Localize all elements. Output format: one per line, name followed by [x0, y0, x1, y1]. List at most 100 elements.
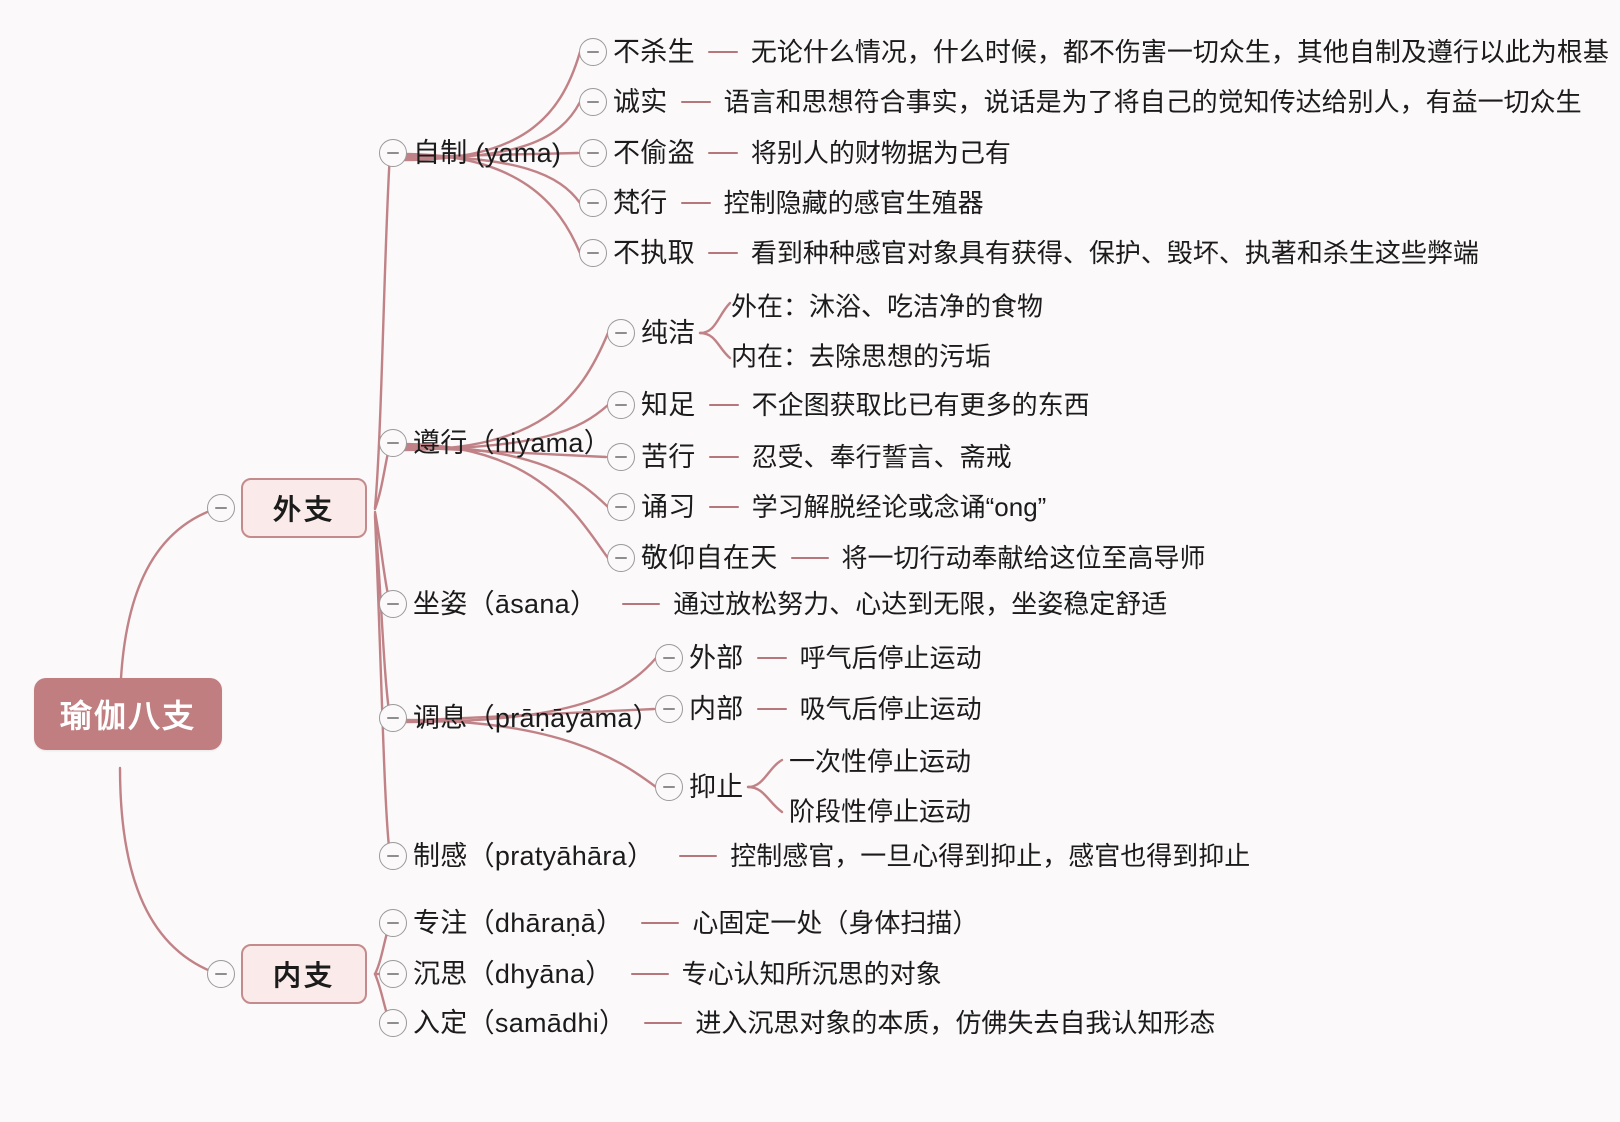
- pranayama-item-2-desc: 吸气后停止运动: [799, 694, 982, 724]
- connector-dash-icon: [708, 505, 739, 509]
- limb-asana[interactable]: 坐姿（āsana） 通过放松努力、心达到无限，坐姿稳定舒适: [379, 590, 1167, 618]
- wire-yama-child-5: [401, 152, 582, 255]
- niyama-item-2-desc: 不企图获取比已有更多的东西: [751, 390, 1090, 420]
- niyama-item-1-child-2-label: 内在：去除思想的污垢: [731, 341, 992, 372]
- collapse-toggle-icon[interactable]: [655, 695, 683, 723]
- pranayama-item-3-child-2: 阶段性停止运动: [789, 792, 971, 829]
- collapse-toggle-icon[interactable]: [607, 319, 635, 347]
- root-node[interactable]: 瑜伽八支: [34, 678, 223, 750]
- collapse-toggle-icon[interactable]: [379, 704, 407, 732]
- collapse-toggle-icon[interactable]: [607, 391, 635, 419]
- collapse-toggle-icon[interactable]: [379, 960, 407, 988]
- limb-asana-desc: 通过放松努力、心达到无限，坐姿稳定舒适: [673, 589, 1168, 619]
- niyama-item-1-child-2: 内在：去除思想的污垢: [731, 337, 991, 374]
- limb-niyama[interactable]: 遵行（niyama）: [379, 429, 611, 457]
- limb-pranayama-label: 调息（prāṇāyāma）: [413, 702, 660, 733]
- collapse-toggle-icon[interactable]: [579, 38, 607, 66]
- yama-item-4-desc: 控制隐藏的感官生殖器: [723, 188, 984, 218]
- collapse-toggle-icon[interactable]: [379, 909, 407, 937]
- collapse-toggle-icon[interactable]: [579, 189, 607, 217]
- connector-dash-icon: [707, 151, 738, 155]
- limb-samadhi[interactable]: 入定（samādhi） 进入沉思对象的本质，仿佛失去自我认知形态: [379, 1009, 1215, 1037]
- limb-pratyahara-desc: 控制感官，一旦心得到抑止，感官也得到抑止: [730, 841, 1251, 871]
- connector-dash-icon: [708, 455, 739, 459]
- niyama-item-5[interactable]: 敬仰自在天 将一切行动奉献给这位至高导师: [607, 544, 1206, 572]
- collapse-toggle-icon[interactable]: [379, 139, 407, 167]
- yama-item-1-desc: 无论什么情况，什么时候，都不伤害一切众生，其他自制及遵行以此为根基: [750, 37, 1609, 67]
- limb-yama[interactable]: 自制 (yama): [379, 139, 561, 167]
- wire-chunjie-child-1: [698, 301, 732, 335]
- wire-chunjie-child-2: [698, 331, 732, 360]
- collapse-toggle-icon[interactable]: [207, 960, 235, 988]
- yama-item-3[interactable]: 不偷盗 将别人的财物据为己有: [579, 139, 1011, 167]
- collapse-toggle-icon[interactable]: [607, 443, 635, 471]
- limb-dhyana-desc: 专心认知所沉思的对象: [681, 959, 942, 989]
- niyama-item-5-label: 敬仰自在天: [641, 542, 778, 573]
- collapse-toggle-icon[interactable]: [607, 544, 635, 572]
- yama-item-2-desc: 语言和思想符合事实，说话是为了将自己的觉知传达给别人，有益一切众生: [723, 87, 1582, 117]
- branch-inner[interactable]: 内支: [207, 944, 368, 1004]
- root-label: 瑜伽八支: [34, 678, 223, 750]
- limb-dhyana-label: 沉思（dhyāna）: [413, 958, 613, 989]
- yama-item-1[interactable]: 不杀生 无论什么情况，什么时候，都不伤害一切众生，其他自制及遵行以此为根基: [579, 38, 1609, 66]
- yama-item-1-label: 不杀生: [613, 36, 695, 67]
- niyama-item-2[interactable]: 知足 不企图获取比已有更多的东西: [607, 391, 1090, 419]
- limb-dharana-label: 专注（dhāraṇā）: [413, 907, 624, 938]
- pranayama-item-2[interactable]: 内部 吸气后停止运动: [655, 695, 982, 723]
- limb-pratyahara[interactable]: 制感（pratyāhāra） 控制感官，一旦心得到抑止，感官也得到抑止: [379, 842, 1250, 870]
- wire-niyama-child-5: [401, 442, 610, 560]
- niyama-item-1-child-1-label: 外在：沐浴、吃洁净的食物: [731, 291, 1044, 322]
- niyama-item-4[interactable]: 诵习 学习解脱经论或念诵“ong”: [607, 493, 1046, 521]
- connector-dash-icon: [644, 1021, 683, 1025]
- yama-item-4[interactable]: 梵行 控制隐藏的感官生殖器: [579, 189, 984, 217]
- pranayama-item-3-label: 抑止: [689, 771, 744, 802]
- branch-outer[interactable]: 外支: [207, 478, 368, 538]
- connector-dash-icon: [708, 403, 739, 407]
- collapse-toggle-icon[interactable]: [379, 590, 407, 618]
- collapse-toggle-icon[interactable]: [655, 644, 683, 672]
- limb-asana-label: 坐姿（āsana）: [413, 588, 598, 619]
- limb-dhyana[interactable]: 沉思（dhyāna） 专心认知所沉思的对象: [379, 960, 942, 988]
- branch-inner-label: 内支: [241, 944, 368, 1004]
- connector-dash-icon: [680, 201, 711, 205]
- limb-dharana-desc: 心固定一处（身体扫描）: [692, 908, 979, 938]
- connector-dash-icon: [680, 100, 711, 104]
- wire-yizhi-child-1: [746, 758, 784, 789]
- yama-item-5[interactable]: 不执取 看到种种感官对象具有获得、保护、毁坏、执著和杀生这些弊端: [579, 239, 1479, 267]
- collapse-toggle-icon[interactable]: [607, 493, 635, 521]
- niyama-item-1-label: 纯洁: [641, 317, 696, 348]
- limb-pranayama[interactable]: 调息（prāṇāyāma）: [379, 704, 660, 732]
- yama-item-2[interactable]: 诚实 语言和思想符合事实，说话是为了将自己的觉知传达给别人，有益一切众生: [579, 88, 1582, 116]
- wire-yizhi-child-2: [746, 785, 784, 814]
- pranayama-item-3[interactable]: 抑止: [655, 773, 744, 801]
- limb-samadhi-desc: 进入沉思对象的本质，仿佛失去自我认知形态: [695, 1008, 1216, 1038]
- niyama-item-1[interactable]: 纯洁: [607, 319, 696, 347]
- niyama-item-1-child-1: 外在：沐浴、吃洁净的食物: [731, 287, 1043, 324]
- niyama-item-5-desc: 将一切行动奉献给这位至高导师: [841, 543, 1206, 573]
- connector-dash-icon: [756, 656, 787, 660]
- collapse-toggle-icon[interactable]: [579, 139, 607, 167]
- yama-item-3-desc: 将别人的财物据为己有: [750, 138, 1011, 168]
- niyama-item-2-label: 知足: [641, 389, 696, 420]
- pranayama-item-3-child-1-label: 一次性停止运动: [789, 746, 972, 777]
- limb-dharana[interactable]: 专注（dhāraṇā） 心固定一处（身体扫描）: [379, 909, 978, 937]
- yama-item-5-label: 不执取: [613, 237, 695, 268]
- collapse-toggle-icon[interactable]: [579, 88, 607, 116]
- niyama-item-3-label: 苦行: [641, 441, 696, 472]
- niyama-item-4-label: 诵习: [641, 491, 696, 522]
- limb-pratyahara-label: 制感（pratyāhāra）: [413, 840, 655, 871]
- collapse-toggle-icon[interactable]: [655, 773, 683, 801]
- pranayama-item-1[interactable]: 外部 呼气后停止运动: [655, 644, 982, 672]
- wire-outer-to-pratyahara: [373, 514, 392, 858]
- collapse-toggle-icon[interactable]: [379, 1009, 407, 1037]
- collapse-toggle-icon[interactable]: [379, 429, 407, 457]
- niyama-item-3-desc: 忍受、奉行誓言、斋戒: [751, 442, 1012, 472]
- collapse-toggle-icon[interactable]: [579, 239, 607, 267]
- branch-outer-label: 外支: [241, 478, 368, 538]
- niyama-item-3[interactable]: 苦行 忍受、奉行誓言、斋戒: [607, 443, 1012, 471]
- pranayama-item-1-label: 外部: [689, 642, 744, 673]
- collapse-toggle-icon[interactable]: [379, 842, 407, 870]
- limb-samadhi-label: 入定（samādhi）: [413, 1007, 627, 1038]
- collapse-toggle-icon[interactable]: [207, 494, 235, 522]
